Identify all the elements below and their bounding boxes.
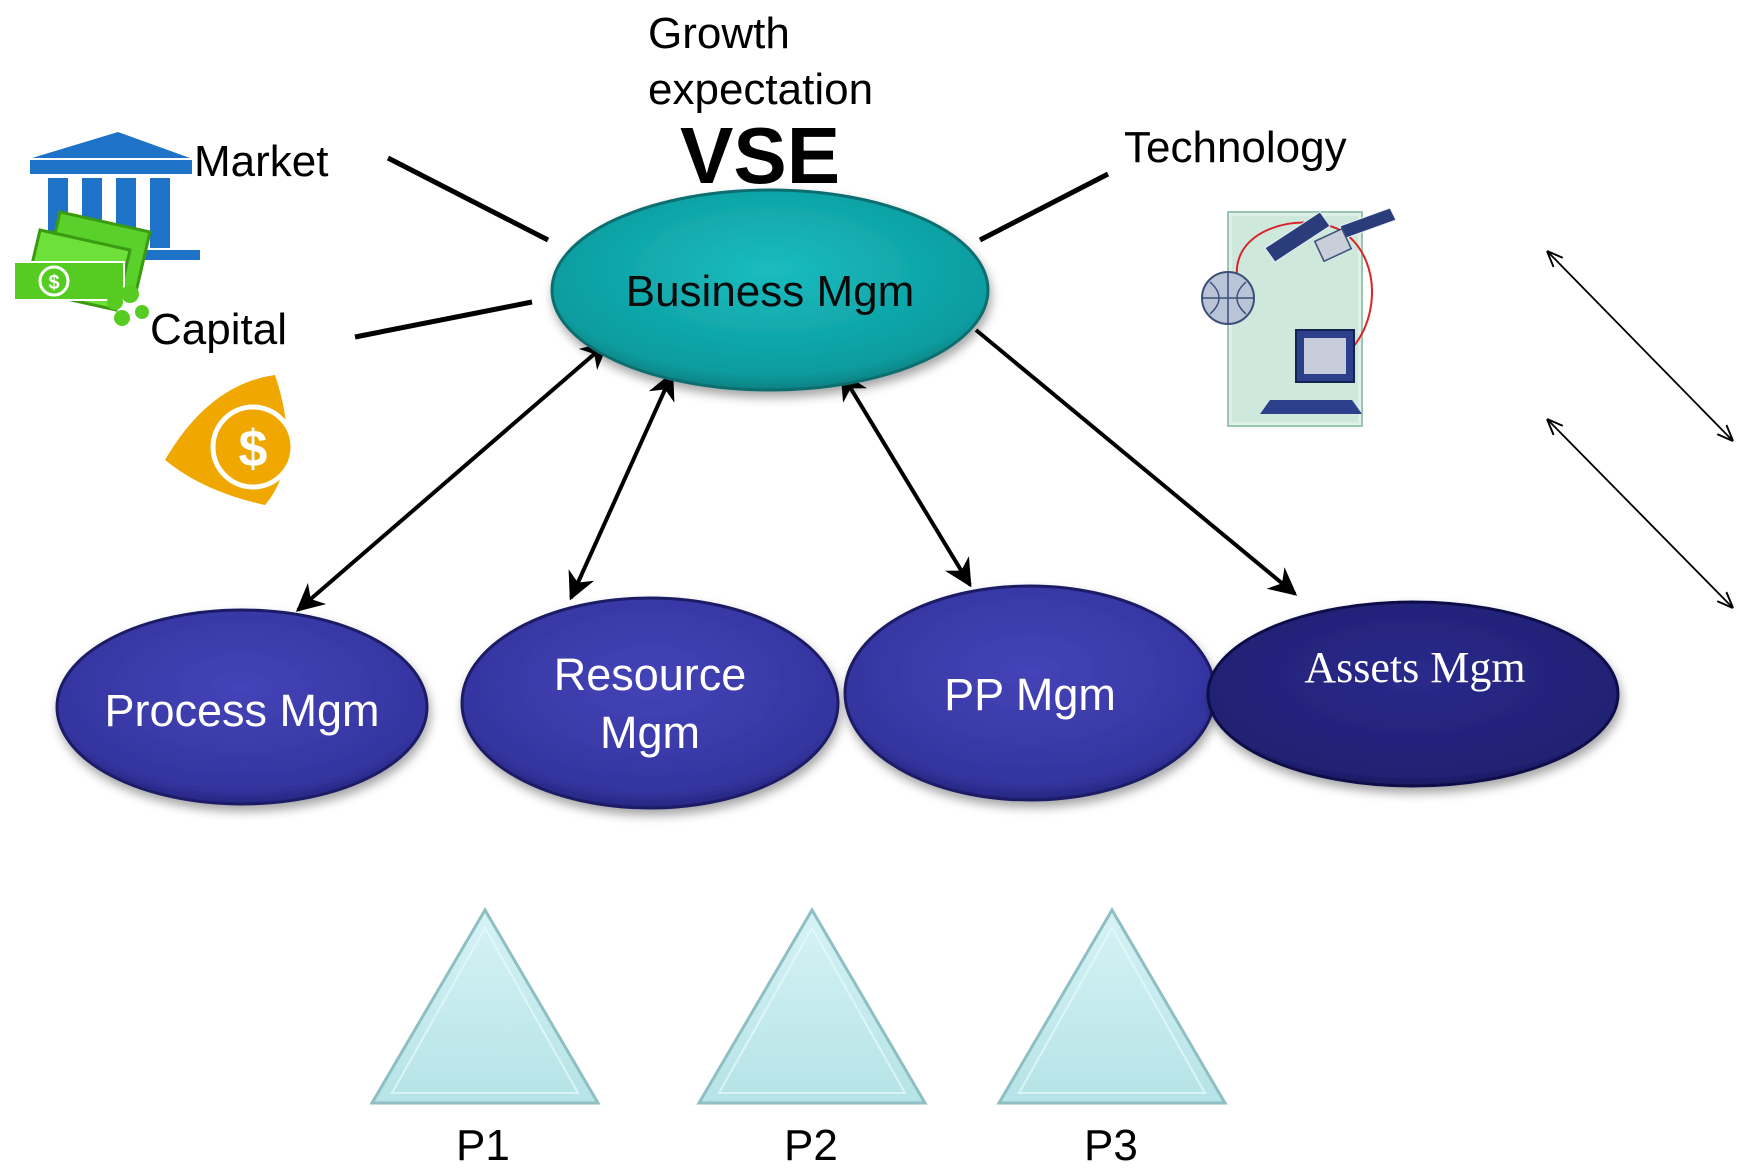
right-double-arrow-2 xyxy=(1548,420,1732,607)
dollar-coin-icon: $ xyxy=(165,375,296,505)
project-triangle-p3 xyxy=(996,907,1228,1105)
process-mgm-node[interactable] xyxy=(55,608,429,806)
business-mgm-node[interactable] xyxy=(550,188,990,392)
business-mgm-label: Business Mgm xyxy=(625,267,915,316)
capital-label: Capital xyxy=(150,305,287,354)
arrow-business-pp xyxy=(840,371,972,588)
resource-mgm-node[interactable] xyxy=(460,596,840,810)
arrow-business-resource xyxy=(568,371,675,601)
svg-text:$: $ xyxy=(48,272,59,294)
project-label-p3: P3 xyxy=(1084,1121,1138,1170)
resource-mgm-label-line2: Mgm xyxy=(600,707,700,758)
technology-link xyxy=(978,171,1110,243)
assets-mgm-label: Assets Mgm xyxy=(1304,643,1526,692)
arrow-business-process xyxy=(295,341,610,612)
bank-money-icon: $ xyxy=(13,132,200,326)
project-triangle-p1 xyxy=(369,907,601,1105)
svg-text:$: $ xyxy=(239,420,268,478)
arrow-business-assets xyxy=(974,328,1298,596)
process-mgm-label: Process Mgm xyxy=(104,685,380,736)
capital-link xyxy=(354,299,533,340)
technology-label: Technology xyxy=(1124,123,1347,172)
resource-mgm-label-line1: Resource xyxy=(553,649,747,700)
assets-mgm-node[interactable] xyxy=(1206,600,1620,788)
market-link xyxy=(386,155,550,243)
vse-title: VSE xyxy=(680,111,841,200)
project-triangle-p2 xyxy=(696,907,928,1105)
growth-label-line1: Growth xyxy=(648,9,790,58)
growth-label-line2: expectation xyxy=(648,65,874,114)
right-double-arrow-1 xyxy=(1548,252,1732,440)
market-label: Market xyxy=(194,137,329,186)
project-label-p1: P1 xyxy=(456,1121,510,1170)
project-label-p2: P2 xyxy=(784,1121,838,1170)
pp-mgm-label: PP Mgm xyxy=(944,669,1116,720)
satellite-computer-icon xyxy=(1201,207,1397,427)
